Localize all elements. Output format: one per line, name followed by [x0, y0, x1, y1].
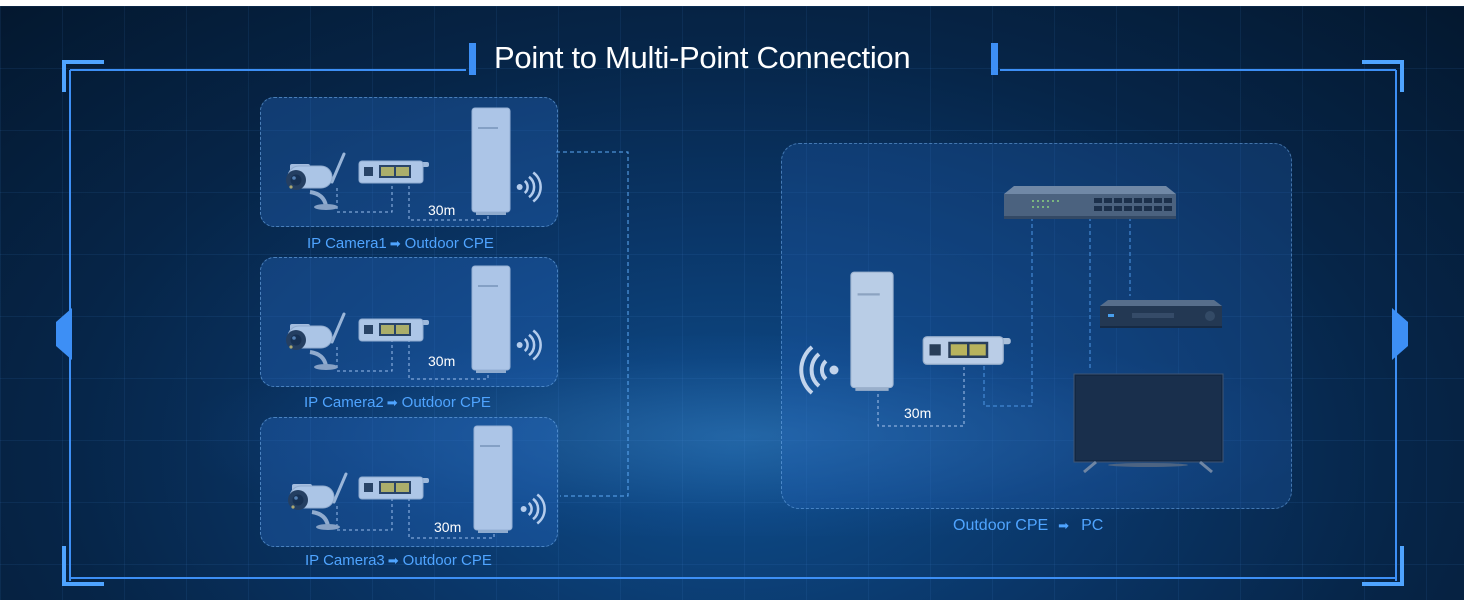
- caption-from: Outdoor CPE: [953, 517, 1049, 534]
- caption-receiver: Outdoor CPE ➡ PC: [953, 517, 1103, 535]
- receiver-panel: [781, 143, 1292, 509]
- monitor-icon: [1073, 373, 1224, 474]
- camera-station-1: [284, 107, 542, 221]
- caption-from: IP Camera3: [305, 552, 385, 569]
- arrow-right-icon: ➡: [389, 236, 401, 251]
- page-title: Point to Multi-Point Connection: [494, 40, 911, 75]
- distance-label-1: 30m: [428, 202, 456, 218]
- camera-panel-2: [260, 257, 558, 387]
- receiver-station: [799, 186, 1224, 474]
- distance-label-3: 30m: [434, 519, 462, 535]
- frame-side-tabs: [56, 308, 1408, 360]
- caption-from: IP Camera2: [304, 394, 384, 411]
- camera-station-2: [284, 265, 542, 380]
- background-grid: [0, 6, 1464, 600]
- caption-camera-3: IP Camera3➡Outdoor CPE: [305, 552, 492, 569]
- arrow-right-icon: ➡: [386, 395, 398, 410]
- arrow-right-icon: ➡: [387, 553, 399, 568]
- backbone-lines: [556, 151, 1131, 497]
- caption-to: Outdoor CPE: [402, 552, 492, 569]
- caption-camera-1: IP Camera1➡Outdoor CPE: [307, 235, 494, 252]
- arrow-right-icon: ➡: [1058, 518, 1070, 533]
- title-brackets: [469, 43, 998, 75]
- caption-to: PC: [1081, 517, 1104, 534]
- network-switch-icon: [1004, 186, 1176, 219]
- distance-label-2: 30m: [428, 353, 456, 369]
- diagram-stage: Point to Multi-Point Connection 30m 30m …: [0, 6, 1464, 600]
- diagram-svg: [56, 43, 1408, 586]
- caption-from: IP Camera1: [307, 235, 387, 252]
- distance-label-receiver: 30m: [904, 405, 932, 421]
- camera-panel-3: [260, 417, 558, 547]
- camera-station-3: [286, 425, 546, 539]
- caption-to: Outdoor CPE: [401, 394, 491, 411]
- nvr-recorder-icon: [1100, 300, 1222, 328]
- caption-to: Outdoor CPE: [404, 235, 494, 252]
- caption-camera-2: IP Camera2➡Outdoor CPE: [304, 394, 491, 411]
- camera-panel-1: [260, 97, 558, 227]
- frame-corners: [62, 60, 1404, 586]
